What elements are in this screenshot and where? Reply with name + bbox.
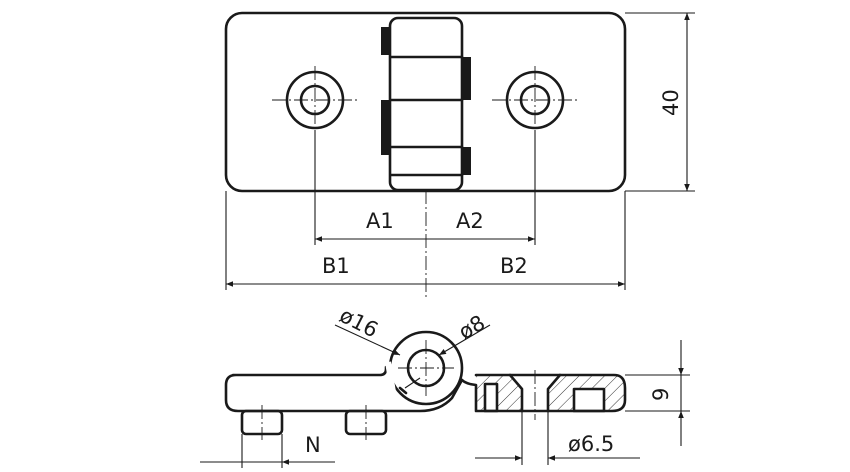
left-mounting-hole — [272, 66, 358, 130]
dimension-9: 9 — [625, 340, 690, 446]
right-leaf-section — [460, 370, 627, 420]
dimension-a1-a2: A1 A2 — [315, 209, 535, 242]
label-b1: B1 — [322, 254, 350, 278]
label-n: N — [305, 433, 321, 457]
side-view: ø16 ø8 9 ø6.5 — [200, 303, 690, 468]
dimension-dia-16: ø16 — [334, 303, 401, 356]
label-a1: A1 — [366, 209, 394, 233]
top-view: A1 A2 B1 B2 40 — [224, 11, 695, 300]
label-40: 40 — [659, 89, 683, 116]
dimension-n: N — [200, 433, 335, 468]
label-dia-8: ø8 — [455, 310, 490, 344]
dimension-dia-6-5: ø6.5 — [475, 411, 640, 465]
hinge-knuckle — [381, 16, 471, 192]
left-leaf — [224, 365, 464, 413]
dimension-b1-b2: B1 B2 — [226, 254, 625, 287]
label-9: 9 — [649, 388, 673, 401]
label-dia-6-5: ø6.5 — [568, 432, 614, 456]
label-a2: A2 — [456, 209, 484, 233]
right-mounting-hole — [492, 66, 578, 130]
label-b2: B2 — [500, 254, 528, 278]
dimension-40: 40 — [625, 12, 695, 192]
